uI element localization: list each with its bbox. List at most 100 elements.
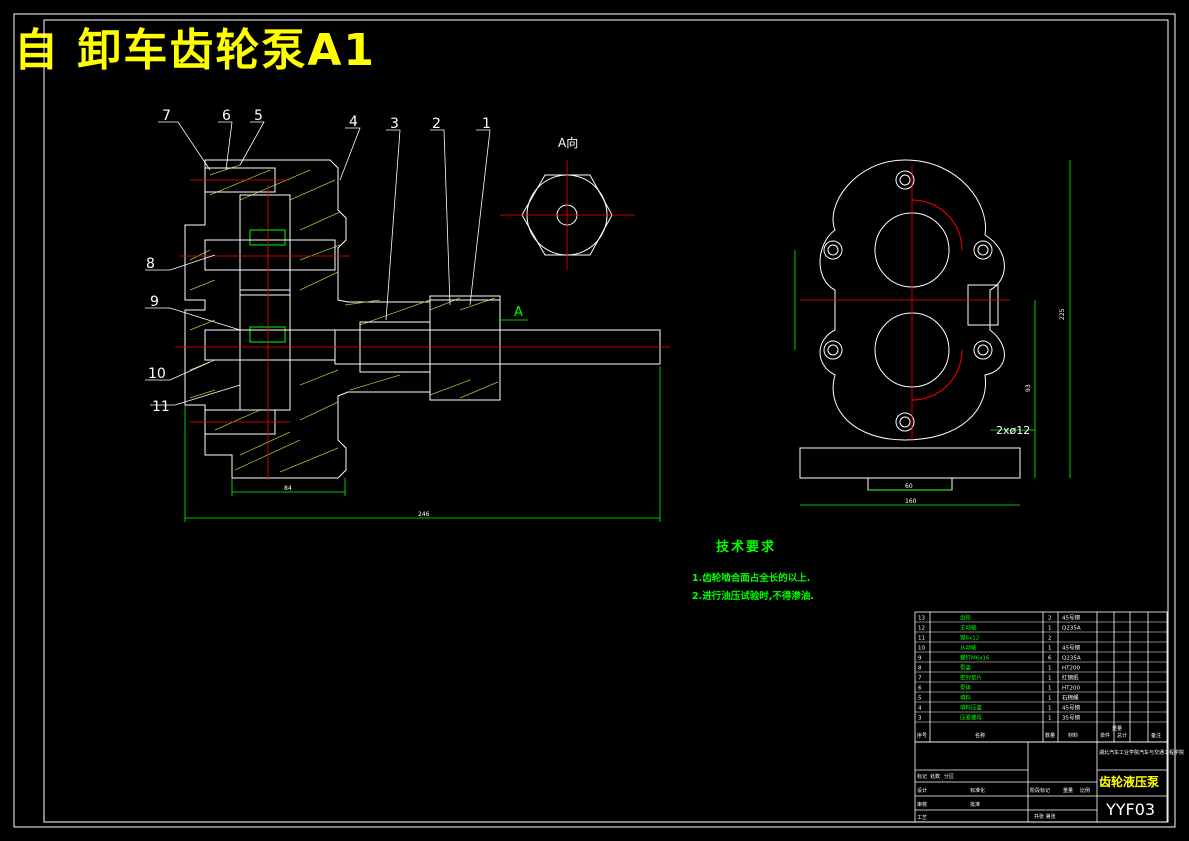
parts-row-name: 填料压盖 [960,704,983,712]
dim-93: 93 [1025,384,1032,392]
parts-header-qty: 数量 [1045,732,1055,739]
center-lines [175,179,670,480]
left-dimensions [184,319,661,522]
dim-246: 246 [418,511,430,518]
parts-weight-label: 重量 [1112,725,1122,732]
parts-row-no: 7 [918,676,922,682]
parts-row-no: 6 [918,686,922,692]
parts-row-name: 泵体 [960,684,972,692]
balloon-8: 8 [146,256,155,272]
parts-row-qty: 6 [1048,656,1052,662]
drawing-title: 自 卸车齿轮泵A1 [14,25,376,76]
parts-list-table [914,611,1168,823]
tb-mark: 标记 [917,773,927,780]
balloon-2: 2 [432,116,441,132]
balloon-9: 9 [150,294,159,310]
parts-row-no: 12 [918,626,925,632]
parts-row-qty: 1 [1048,666,1052,672]
drawing-number: YYF03 [1105,800,1155,819]
tb-zone: 分区 [944,773,954,780]
inner-frame [43,19,1169,823]
parts-header-name: 名称 [975,732,985,739]
bolt-low [204,329,336,361]
parts-header-material: 材料 [1068,732,1078,739]
right-dimensions [794,160,1071,506]
drawing-name: 齿轮液压泵 [1099,774,1159,789]
hole-note: 2xø12 [996,424,1030,437]
outlet-port [967,284,999,326]
tb-count: 处数 [930,773,940,780]
balloon-labels: 7 6 5 4 3 2 1 8 9 10 11 [146,108,491,415]
balloon-11: 11 [152,399,170,415]
balloon-7: 7 [162,108,171,124]
parts-row-material: 45号钢 [1062,704,1080,712]
tech-requirement-2: 2.进行油压试验时,不得渗油. [692,591,814,602]
parts-row-no: 8 [918,666,922,672]
pump-body-outline [184,159,501,479]
balloon-6: 6 [222,108,231,124]
packing-gland [429,299,501,401]
outer-frame [13,13,1176,828]
dim-225: 225 [1059,308,1066,320]
tb-sheet: 共张 第张 [1034,813,1056,820]
gear-upper [239,194,291,296]
hatch-pattern [189,164,499,473]
parts-row-name: 键6x12 [960,634,979,642]
parts-row-qty: 1 [1048,716,1052,722]
parts-row-material: 45号钢 [1062,644,1080,652]
parts-row-qty: 2 [1048,616,1052,622]
gear-lower [239,289,291,411]
view-a-label: A向 [558,135,578,150]
parts-row-no: 9 [918,656,922,662]
balloon-4: 4 [349,114,358,130]
parts-row-material: HT200 [1062,686,1080,692]
balloon-5: 5 [254,108,263,124]
parts-row-name: 密封垫片 [960,674,982,682]
parts-header-no: 序号 [917,732,927,739]
parts-row-material: 45号钢 [1062,614,1080,622]
parts-row-no: 5 [918,696,922,702]
balloon-1: 1 [482,116,491,132]
parts-header-remark: 备注 [1151,732,1161,739]
balloon-3: 3 [390,116,399,132]
parts-row-name: 压紧螺母 [960,714,983,722]
parts-row-qty: 1 [1048,686,1052,692]
parts-row-name: 螺钉M6x16 [960,654,990,662]
hex-nut-view [500,160,635,270]
dim-160: 160 [905,498,917,505]
key-lower [249,326,286,343]
leader-lines [145,121,491,406]
parts-row-name: 从动轴 [960,644,977,652]
parts-row-no: 11 [918,636,925,642]
front-view [799,159,1021,491]
tb-weight: 重量 [1063,787,1073,794]
parts-row-material: HT200 [1062,666,1080,672]
tb-standard: 标准化 [970,787,985,794]
tb-scale: 比例 [1080,787,1090,794]
front-view-centerlines [800,165,1010,440]
section-marker: A [514,305,523,320]
pump-cover-outline [819,159,1005,441]
parts-row-qty: 1 [1048,676,1052,682]
tb-approve: 批准 [970,801,980,808]
parts-row-no: 13 [918,616,925,622]
tech-requirements-heading: 技术要求 [716,540,777,555]
balloon-10: 10 [148,366,166,382]
parts-row-name: 主动轴 [960,624,977,632]
parts-row-name: 齿轮 [960,614,972,622]
parts-row-qty: 1 [1048,706,1052,712]
parts-row-no: 4 [918,706,922,712]
section-view [184,159,661,479]
key-upper [249,229,286,246]
tech-requirement-1: 1.齿轮啮合面占全长的以上. [692,573,811,584]
tb-check: 审核 [917,801,927,808]
parts-row-no: 10 [918,646,925,652]
parts-row-material: 35号钢 [1062,714,1080,722]
parts-row-material: Q235A [1062,656,1081,662]
parts-header-total: 总计 [1117,732,1127,739]
dim-60: 60 [905,483,913,490]
tb-stage: 阶段标记 [1030,787,1050,794]
parts-header-single: 单件 [1100,732,1110,739]
